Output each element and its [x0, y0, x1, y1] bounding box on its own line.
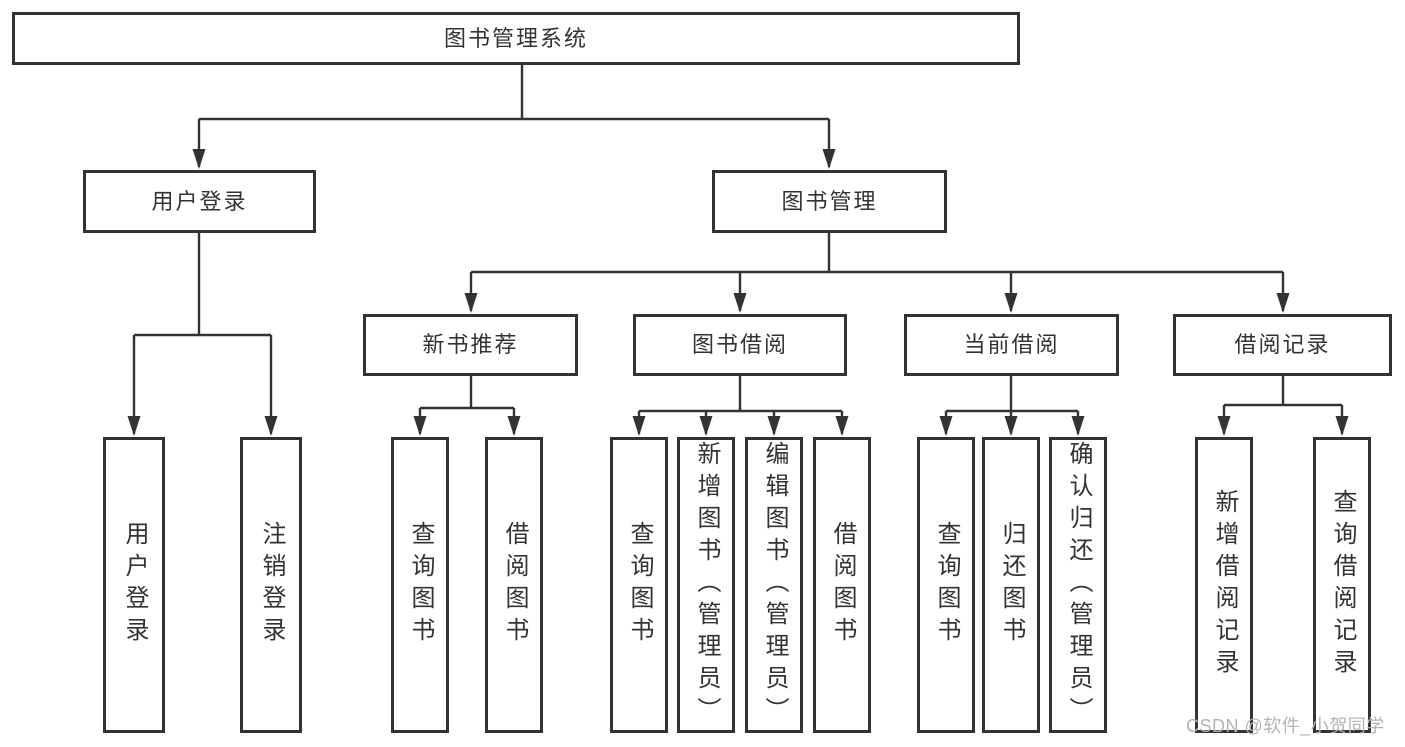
- node-book-borrow: 图书借阅: [633, 314, 847, 376]
- leaf-borrow-books-1: 借阅图书: [485, 437, 543, 733]
- leaf-borrow-books-2-label: 借阅图书: [829, 521, 856, 649]
- node-current-borrow: 当前借阅: [904, 314, 1119, 376]
- leaf-confirm-return-admin-label: 确认归还（管理员）: [1065, 441, 1092, 729]
- leaf-query-books-1-label: 查询图书: [407, 521, 434, 649]
- leaf-add-borrow-record: 新增借阅记录: [1195, 437, 1253, 733]
- watermark: CSDN @软件_小贺同学: [1186, 716, 1385, 736]
- leaf-query-borrow-record-label: 查询借阅记录: [1329, 489, 1356, 681]
- node-borrow-records: 借阅记录: [1173, 314, 1392, 376]
- leaf-logout: 注销登录: [240, 437, 302, 733]
- node-library-system: 图书管理系统: [12, 12, 1020, 65]
- leaf-confirm-return-admin: 确认归还（管理员）: [1049, 437, 1107, 733]
- node-library-system-label: 图书管理系统: [443, 25, 588, 51]
- leaf-return-book-label: 归还图书: [998, 521, 1025, 649]
- leaf-user-login-label: 用户登录: [121, 521, 148, 649]
- node-borrow-records-label: 借阅记录: [1234, 332, 1331, 357]
- leaf-add-book-admin: 新增图书（管理员）: [677, 437, 735, 733]
- leaf-query-books-2: 查询图书: [610, 437, 668, 733]
- leaf-query-books-3-label: 查询图书: [933, 521, 960, 649]
- leaf-borrow-books-1-label: 借阅图书: [501, 521, 528, 649]
- node-book-management-label: 图书管理: [781, 188, 878, 214]
- leaf-borrow-books-2: 借阅图书: [813, 437, 871, 733]
- leaf-user-login: 用户登录: [103, 437, 165, 733]
- node-book-management: 图书管理: [712, 170, 947, 233]
- leaf-return-book: 归还图书: [982, 437, 1040, 733]
- node-new-book-recommend-label: 新书推荐: [422, 332, 519, 357]
- leaf-edit-book-admin-label: 编辑图书（管理员）: [761, 441, 788, 729]
- node-user-login: 用户登录: [83, 170, 316, 233]
- leaf-query-books-3: 查询图书: [917, 437, 975, 733]
- leaf-add-borrow-record-label: 新增借阅记录: [1211, 489, 1238, 681]
- node-book-borrow-label: 图书借阅: [691, 332, 788, 357]
- leaf-query-books-1: 查询图书: [391, 437, 449, 733]
- leaf-query-books-2-label: 查询图书: [626, 521, 653, 649]
- leaf-query-borrow-record: 查询借阅记录: [1313, 437, 1371, 733]
- node-current-borrow-label: 当前借阅: [963, 332, 1060, 357]
- node-user-login-label: 用户登录: [151, 188, 248, 214]
- leaf-add-book-admin-label: 新增图书（管理员）: [693, 441, 720, 729]
- node-new-book-recommend: 新书推荐: [363, 314, 578, 376]
- leaf-logout-label: 注销登录: [258, 521, 285, 649]
- leaf-edit-book-admin: 编辑图书（管理员）: [745, 437, 803, 733]
